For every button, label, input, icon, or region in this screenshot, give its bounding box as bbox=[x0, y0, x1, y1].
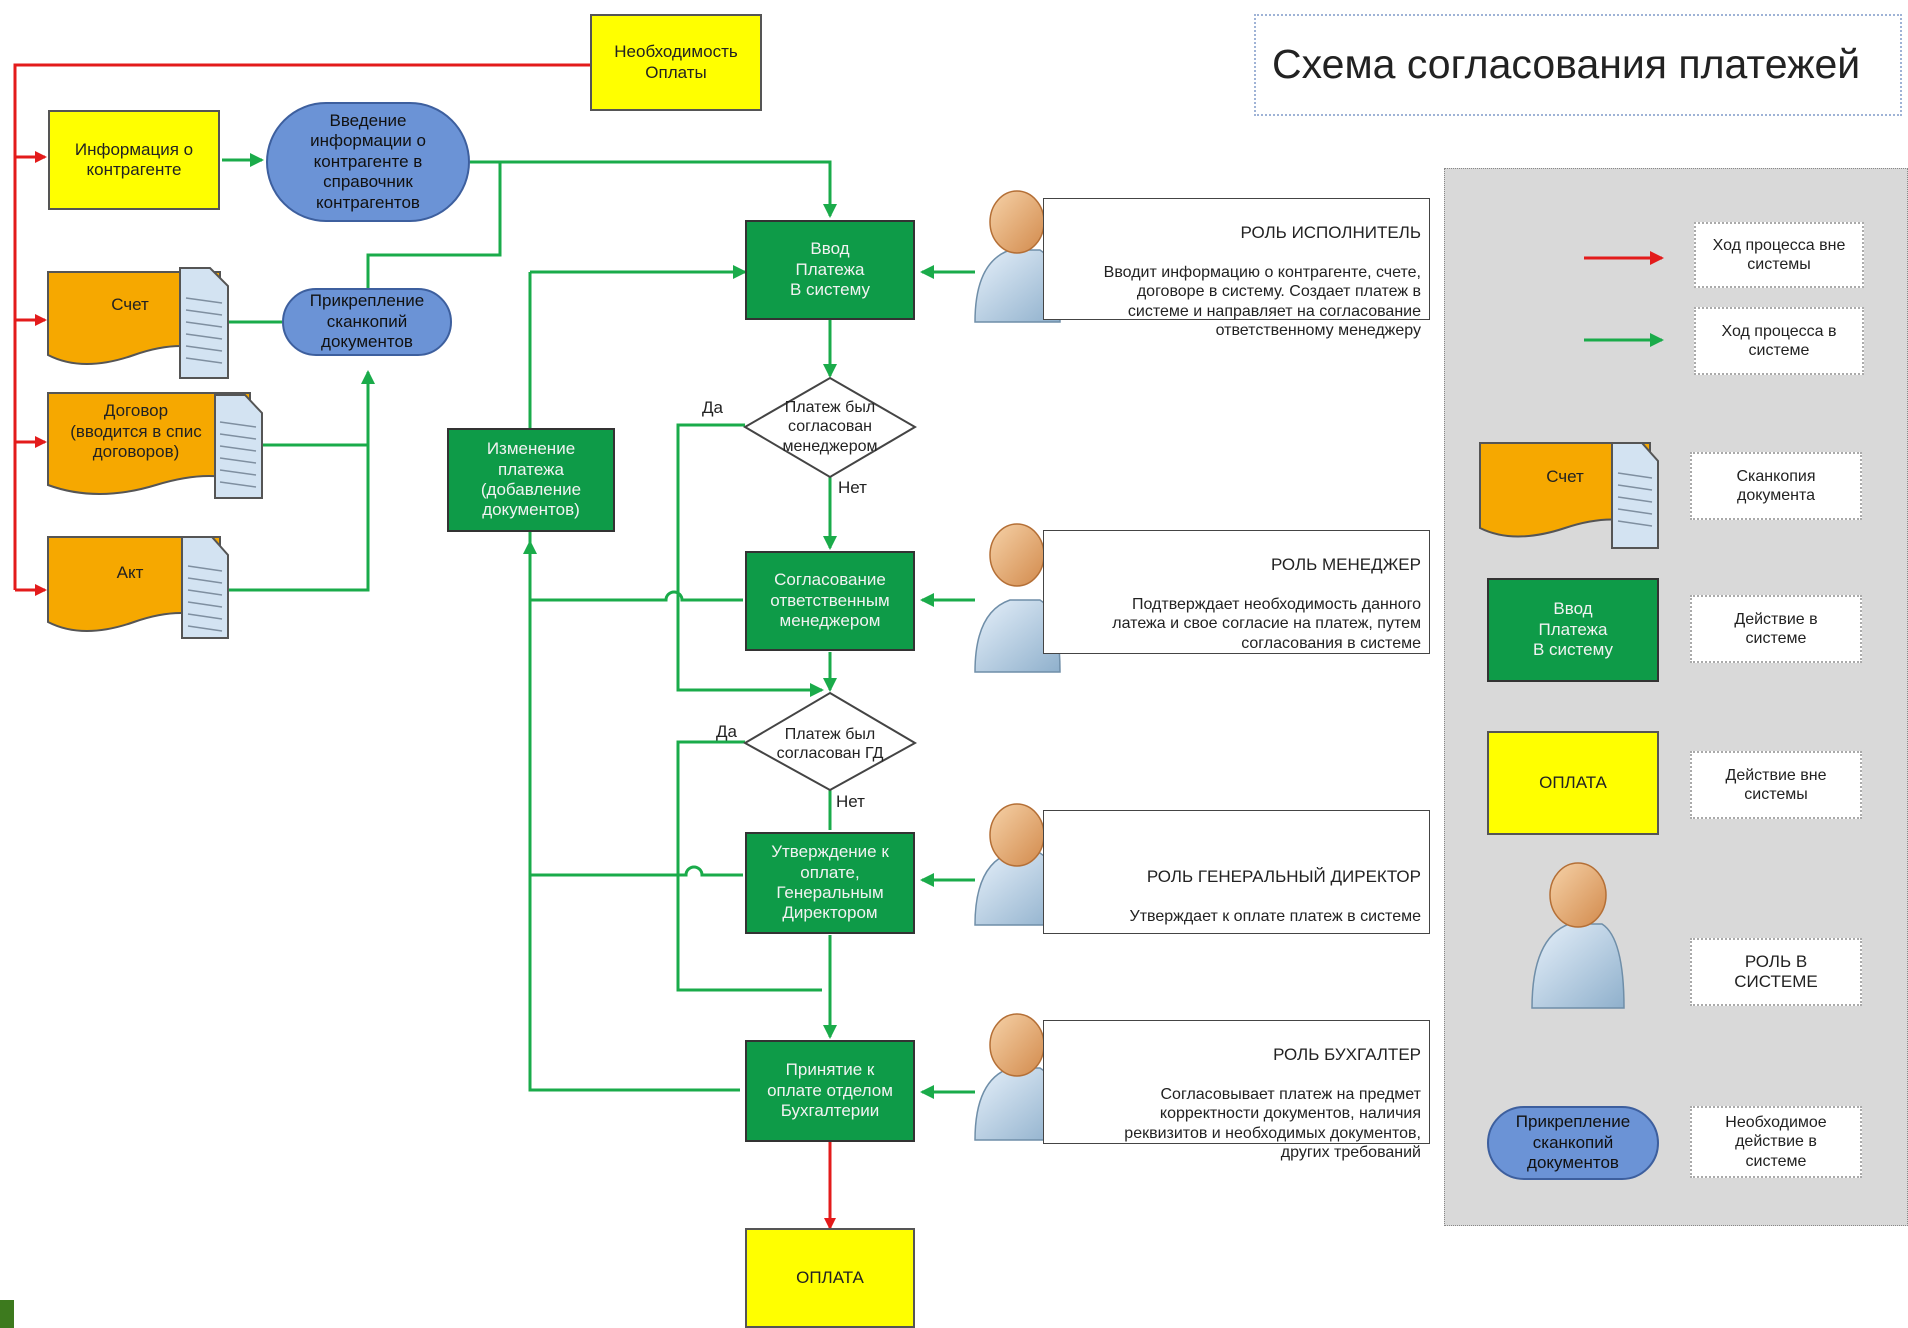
role-ceo-text: Утверждает к оплате платеж в системе bbox=[1129, 907, 1421, 925]
legend-yellow-caption: Действие вне системы bbox=[1690, 751, 1862, 819]
role-ceo: РОЛЬ ГЕНЕРАЛЬНЫЙ ДИРЕКТОР Утверждает к о… bbox=[1043, 810, 1430, 934]
decision-manager-text: Платеж был согласован менеджером bbox=[782, 399, 878, 455]
node-manager-approval: Согласование ответственным менеджером bbox=[745, 551, 915, 651]
node-accounting-accept: Принятие к оплате отделом Бухгалтерии bbox=[745, 1040, 915, 1142]
legend-yellow-sample: ОПЛАТА bbox=[1487, 731, 1659, 835]
node-need-payment: Необходимость Оплаты bbox=[590, 14, 762, 111]
node-change-payment: Изменение платежа (добавление документов… bbox=[447, 428, 615, 532]
document-contract-shape bbox=[47, 392, 263, 499]
role-executor-title: РОЛЬ ИСПОЛНИТЕЛЬ bbox=[1240, 222, 1421, 242]
legend-person-icon bbox=[1531, 862, 1625, 1009]
role-manager: РОЛЬ МЕНЕДЖЕР Подтверждает необходимость… bbox=[1043, 530, 1430, 654]
page-title: Схема согласования платежей bbox=[1254, 14, 1902, 116]
green-flow bbox=[212, 153, 975, 1099]
decision-ceo-shape bbox=[742, 691, 918, 792]
person-icon-manager bbox=[974, 523, 1061, 673]
decision-manager-shape bbox=[743, 376, 917, 479]
legend-red-caption: Ход процесса вне системы bbox=[1694, 222, 1864, 288]
edge-label-yes-manager: Да bbox=[702, 398, 723, 417]
legend-blue-caption: Необходимое действие в системе bbox=[1690, 1106, 1862, 1178]
edge-label-no-manager: Нет bbox=[838, 478, 867, 497]
document-act-shape bbox=[47, 536, 229, 639]
legend-green-sample-caption: Действие в системе bbox=[1690, 595, 1862, 663]
node-enter-counterparty: Введение информации о контрагенте в спра… bbox=[266, 102, 470, 222]
person-icon-accountant bbox=[974, 1013, 1061, 1141]
legend-shapes bbox=[1479, 251, 1664, 1009]
node-attach-scans: Прикрепление сканкопий документов bbox=[282, 288, 452, 356]
person-icon-ceo bbox=[974, 803, 1061, 926]
role-manager-text: Подтверждает необходимость данного латеж… bbox=[1112, 595, 1421, 652]
doc-act-label: Акт bbox=[116, 562, 144, 582]
node-counterparty-info: Информация о контрагенте bbox=[48, 110, 220, 210]
red-flow bbox=[13, 63, 836, 1230]
document-invoice-shape bbox=[47, 267, 229, 379]
legend-document-shape bbox=[1479, 442, 1659, 549]
role-executor: РОЛЬ ИСПОЛНИТЕЛЬ Вводит информацию о кон… bbox=[1043, 198, 1430, 339]
role-accountant-title: РОЛЬ БУХГАЛТЕР bbox=[1273, 1044, 1421, 1064]
legend-document-label: Счет bbox=[1546, 466, 1584, 486]
legend-blue-sample: Прикрепление сканкопий документов bbox=[1487, 1106, 1659, 1180]
role-accountant: РОЛЬ БУХГАЛТЕР Согласовывает платеж на п… bbox=[1043, 1020, 1430, 1161]
edge-label-yes-ceo: Да bbox=[716, 722, 737, 741]
doc-contract-label: Договор (вводится в спис договоров) bbox=[70, 401, 202, 462]
role-executor-text: Вводит информацию о контрагенте, счете, … bbox=[1103, 263, 1421, 340]
corner-logo bbox=[0, 1300, 14, 1328]
decision-ceo-text: Платеж был согласован ГД bbox=[776, 725, 884, 762]
node-enter-payment: Ввод Платежа В систему bbox=[745, 220, 915, 320]
legend-document-caption: Сканкопия документа bbox=[1690, 452, 1862, 520]
legend-green-caption: Ход процесса в системе bbox=[1694, 307, 1864, 375]
doc-invoice-label: Счет bbox=[111, 294, 149, 314]
role-manager-title: РОЛЬ МЕНЕДЖЕР bbox=[1270, 554, 1421, 574]
role-ceo-title: РОЛЬ ГЕНЕРАЛЬНЫЙ ДИРЕКТОР bbox=[1146, 866, 1421, 886]
node-ceo-approval: Утверждение к оплате, Генеральным Директ… bbox=[745, 832, 915, 934]
node-payment: ОПЛАТА bbox=[745, 1228, 915, 1328]
legend-green-sample: Ввод Платежа В систему bbox=[1487, 578, 1659, 682]
role-accountant-text: Согласовывает платеж на предмет корректн… bbox=[1124, 1085, 1421, 1162]
legend-role-caption: РОЛЬ В СИСТЕМЕ bbox=[1690, 938, 1862, 1006]
person-icon-executor bbox=[974, 190, 1061, 323]
edge-label-no-ceo: Нет bbox=[836, 792, 865, 811]
